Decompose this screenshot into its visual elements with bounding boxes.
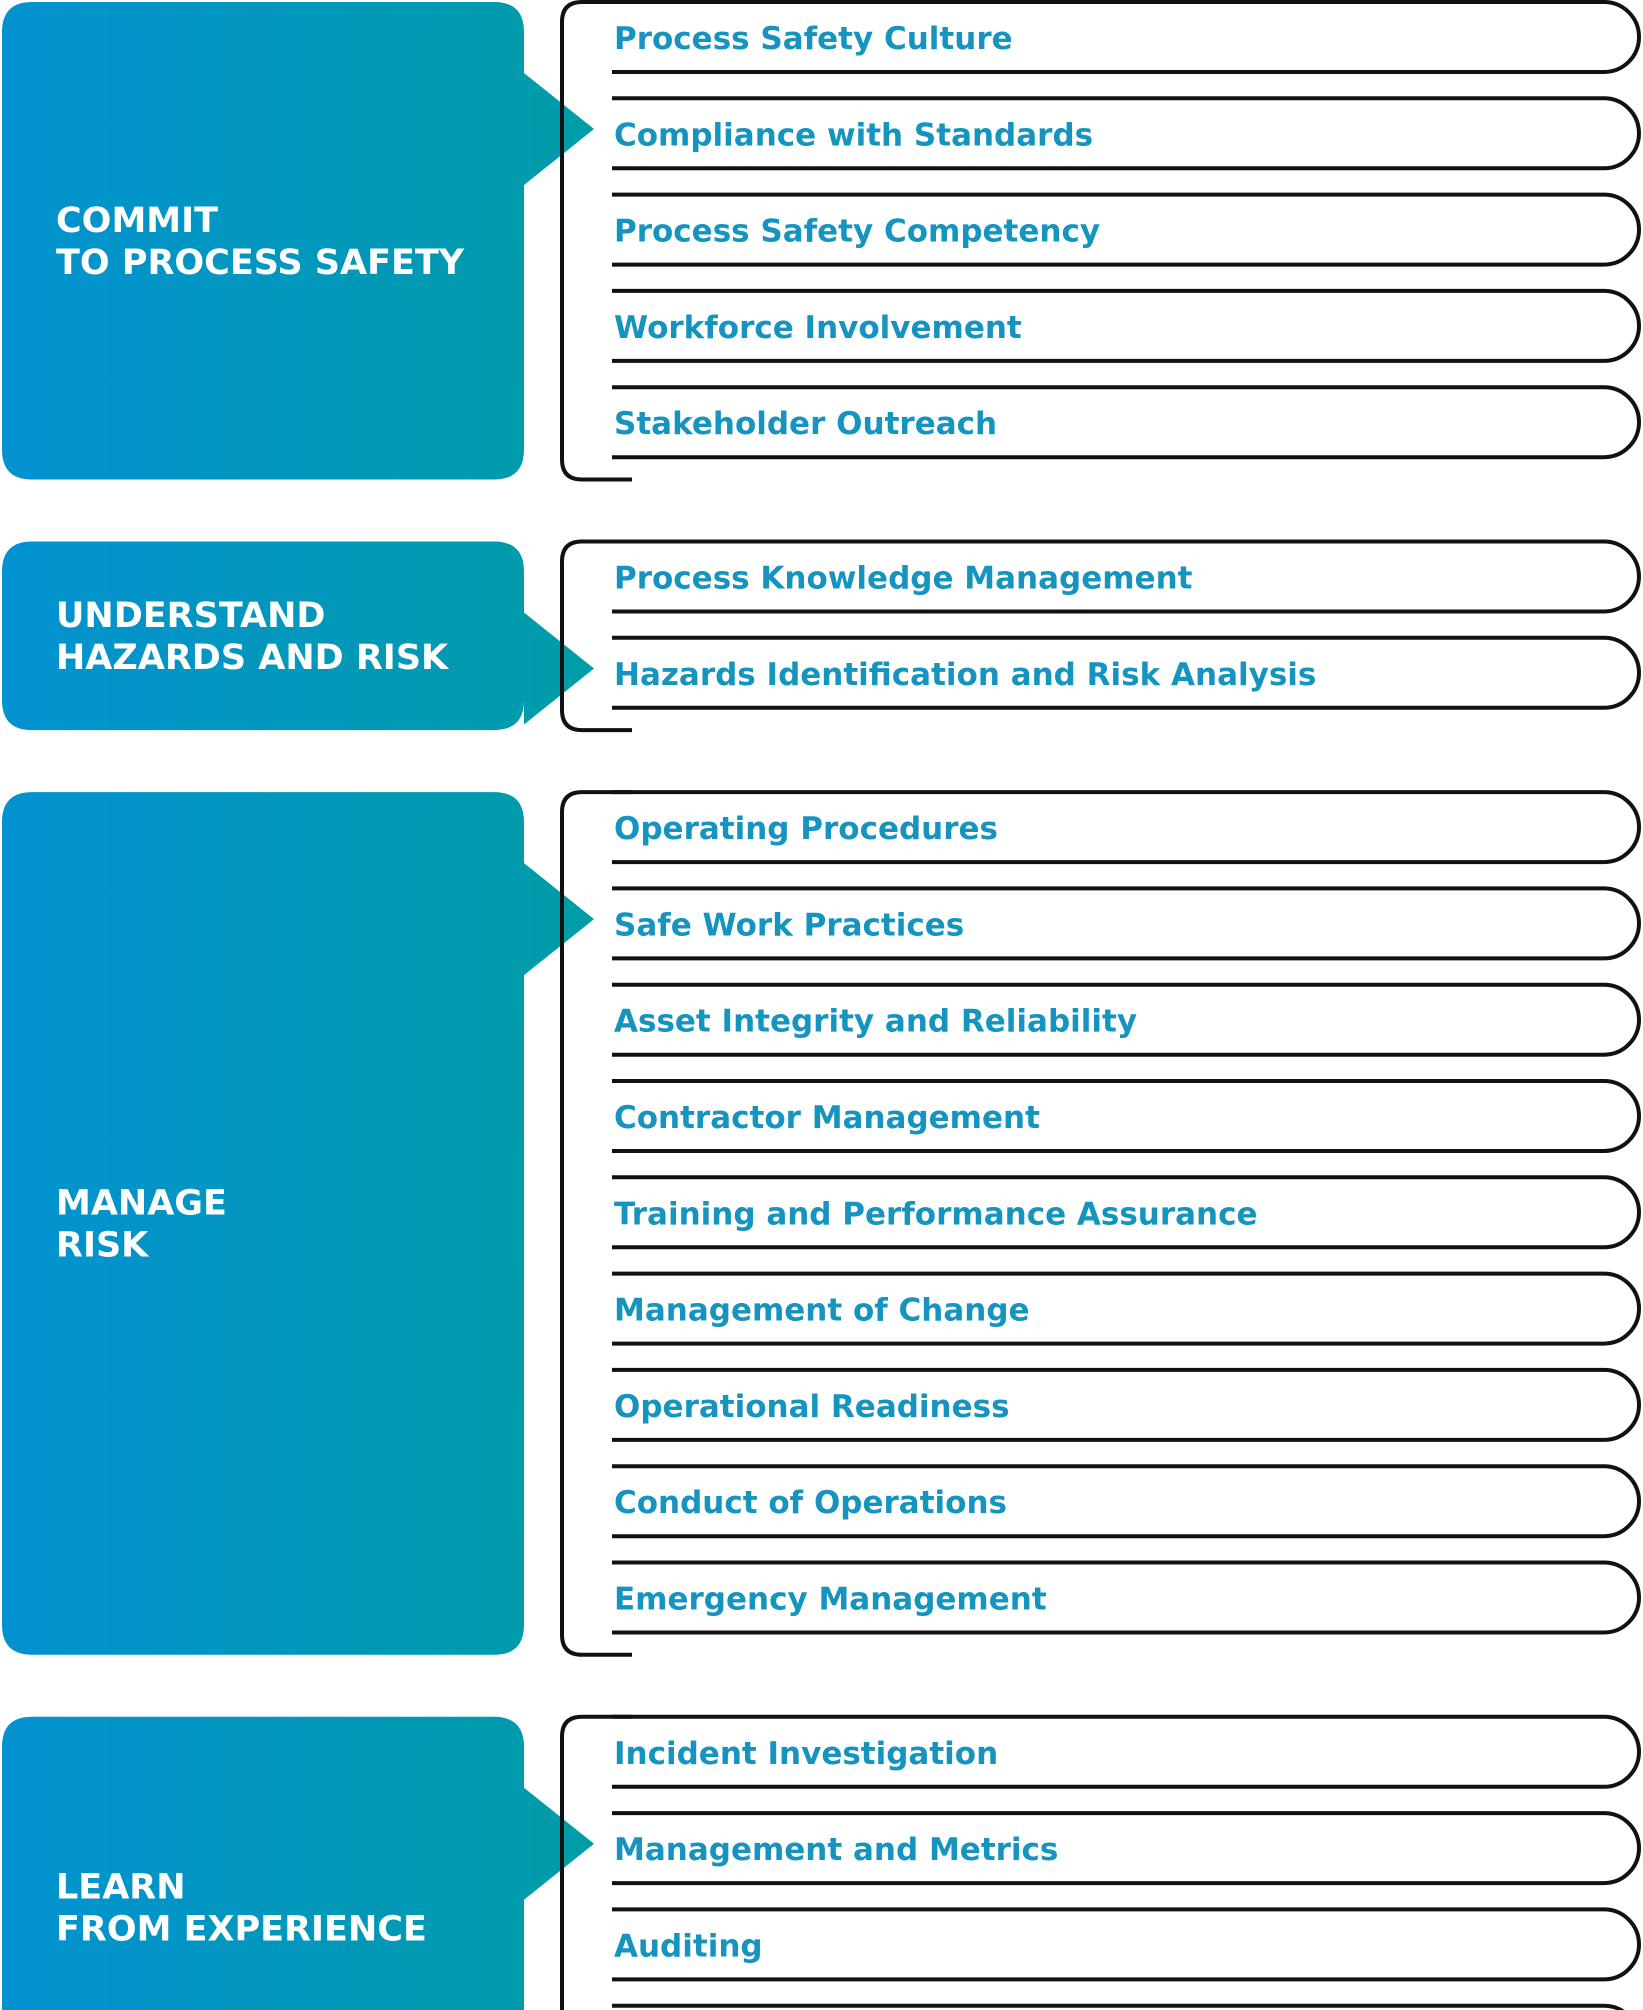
list-item: Management of Change [612,1271,1641,1346]
list-item: Management and Metrics [612,1811,1641,1886]
pillar-title-line: TO PROCESS SAFETY [56,243,465,283]
list-item-label: Workforce Involvement [614,310,1022,346]
list-item: Training and Performance Assurance [612,1175,1641,1250]
list-item-outline [612,1560,1641,1635]
list-item-label: Hazards Identification and Risk Analysis [614,657,1316,693]
list-item: Workforce Involvement [612,288,1641,363]
pillar-title-line: MANAGE [56,1183,227,1223]
list-item-outline [612,1175,1641,1250]
list-item-label: Operational Readiness [614,1389,1010,1425]
pillar-box [2,2,594,480]
list-item-outline [612,1464,1641,1539]
list-item-outline [612,0,1641,74]
list-item: Process Safety Culture [612,0,1641,74]
list-item: Asset Integrity and Reliability [612,982,1641,1057]
list-item-label: Asset Integrity and Reliability [614,1004,1137,1040]
list-bracket [560,790,632,1657]
list-item-label: Process Knowledge Management [614,561,1193,597]
pillar-title-line: RISK [56,1225,150,1265]
list-item-outline [612,1367,1641,1442]
list-item-label: Management of Change [614,1293,1030,1329]
list-item: Contractor Management [612,1079,1641,1153]
pillar-title-line: LEARN [56,1867,186,1907]
list-item: Operational Readiness [612,1367,1641,1442]
list-item-outline [612,385,1641,460]
list-item-outline [612,982,1641,1057]
list-item-outline [612,288,1641,363]
pillar-box [2,1716,594,2010]
list-item: Process Safety Competency [612,192,1641,267]
list-item-label: Safe Work Practices [614,907,964,943]
pillar-title-line: COMMIT [56,201,218,241]
list-item-outline [612,1714,1641,1789]
list-item: Safe Work Practices [612,886,1641,961]
list-item: Management Review and Continuous Improve… [612,2003,1625,2010]
list-item-outline [612,635,1641,710]
list-item-outline [612,1811,1641,1886]
list-item: Process Knowledge Management [612,539,1641,614]
list-item: Compliance with Standards [612,96,1641,171]
list-item-outline [612,96,1641,171]
list-item: Emergency Management [612,1560,1641,1635]
list-item-outline [612,1271,1641,1346]
list-bracket [560,0,632,482]
list-item-outline [612,1079,1641,1153]
list-item: Stakeholder Outreach [612,385,1641,460]
list-item-label: Stakeholder Outreach [614,406,997,442]
pillar-box [2,792,594,1655]
list-item-label: Emergency Management [614,1582,1047,1618]
list-item-label: Compliance with Standards [614,117,1093,153]
list-item-label: Auditing [614,1928,763,1964]
list-item-outline [612,2003,1625,2010]
list-item: Incident Investigation [612,1714,1641,1789]
list-item-label: Process Safety Competency [614,214,1100,250]
list-item-outline [612,539,1641,614]
pillar-title-line: HAZARDS AND RISK [56,638,450,678]
list-item: Auditing [612,1907,1641,1982]
list-item-label: Training and Performance Assurance [614,1196,1258,1232]
list-bracket [560,539,632,733]
list-item-label: Conduct of Operations [614,1485,1007,1521]
list-item: Operating Procedures [612,790,1641,865]
list-item-outline [612,790,1641,865]
pillar-title-line: FROM EXPERIENCE [56,1909,427,1949]
list-item-label: Process Safety Culture [614,21,1013,57]
pillar-title-line: UNDERSTAND [56,596,325,636]
list-item-outline [612,192,1641,267]
list-item-label: Incident Investigation [614,1736,998,1772]
list-item-label: Management and Metrics [614,1832,1058,1868]
list-item-label: Contractor Management [614,1100,1040,1136]
list-item-outline [612,886,1641,961]
pillar-box [2,541,594,731]
list-item-outline [612,1907,1641,1982]
list-item: Hazards Identification and Risk Analysis [612,635,1641,710]
list-item-label: Operating Procedures [614,811,998,847]
list-item: Conduct of Operations [612,1464,1641,1539]
list-bracket [560,1714,632,2010]
